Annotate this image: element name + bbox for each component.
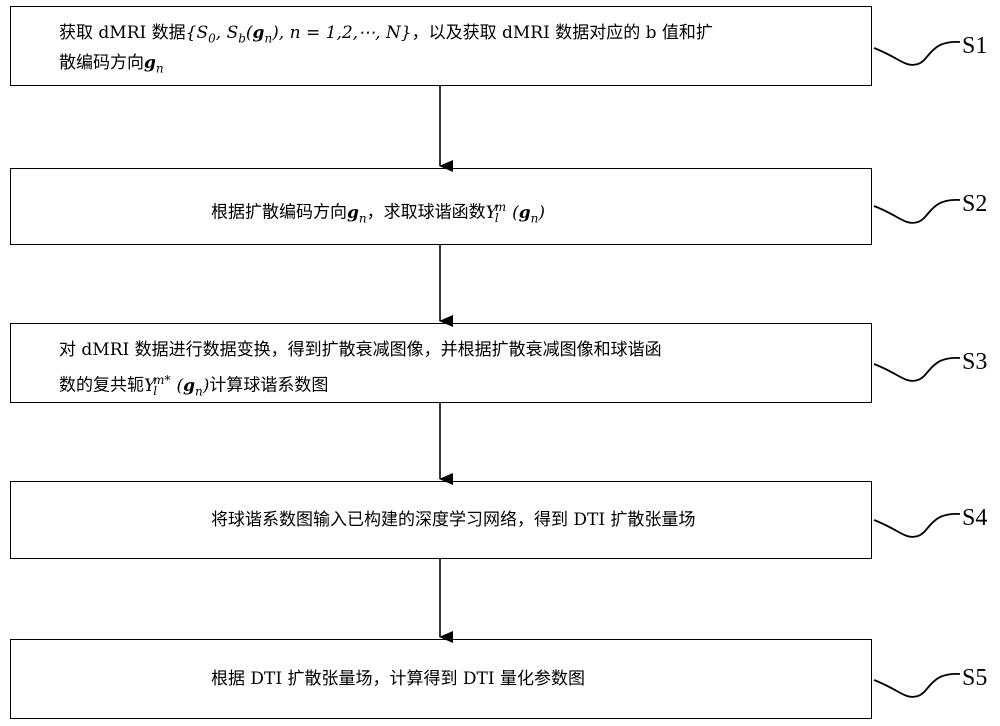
step-label-s5: S5 — [962, 665, 988, 691]
step-s2-line1: 根据扩散编码方向gn，求取球谐函数Ylm(gn) — [211, 200, 545, 226]
step-s2-math-ylm: Ylm(gn) — [485, 200, 545, 226]
step-box-s4: 将球谐系数图输入已构建的深度学习网络，得到 DTI 扩散张量场 — [10, 481, 872, 559]
step-box-s5: 根据 DTI 扩散张量场，计算得到 DTI 量化参数图 — [10, 639, 872, 719]
leader-s5 — [873, 673, 961, 698]
step-s1-math-set: {S0, Sb(gn), n = 1,2,⋯, N} — [185, 23, 412, 46]
step-s1-math-gn: gn — [144, 53, 164, 76]
step-s4-line1: 将球谐系数图输入已构建的深度学习网络，得到 DTI 扩散张量场 — [211, 510, 696, 530]
leader-s1 — [873, 41, 961, 66]
step-label-s1: S1 — [962, 33, 988, 59]
leader-s3 — [873, 357, 961, 382]
step-s1-line2: 散编码方向gn — [59, 53, 164, 76]
step-s5-line1: 根据 DTI 扩散张量场，计算得到 DTI 量化参数图 — [211, 669, 585, 689]
step-s3-line2: 数的复共轭Ylm*(gn)计算球谐系数图 — [59, 373, 329, 399]
step-box-s1: 获取 dMRI 数据{S0, Sb(gn), n = 1,2,⋯, N}，以及获… — [10, 6, 872, 86]
step-label-s2: S2 — [962, 191, 988, 217]
leader-s4 — [873, 513, 961, 538]
step-s3-math-ylm-conj: Ylm*(gn) — [144, 373, 210, 399]
step-s1-line1: 获取 dMRI 数据{S0, Sb(gn), n = 1,2,⋯, N}，以及获… — [59, 23, 713, 46]
leader-s2 — [873, 199, 961, 224]
step-s3-line1: 对 dMRI 数据进行数据变换，得到扩散衰减图像，并根据扩散衰减图像和球谐函 — [59, 340, 662, 360]
step-label-s4: S4 — [962, 505, 988, 531]
step-s2-math-gn: gn — [347, 202, 367, 226]
step-box-s2: 根据扩散编码方向gn，求取球谐函数Ylm(gn) — [10, 168, 872, 245]
step-label-s3: S3 — [962, 349, 988, 375]
step-box-s3: 对 dMRI 数据进行数据变换，得到扩散衰减图像，并根据扩散衰减图像和球谐函 数… — [10, 323, 872, 403]
